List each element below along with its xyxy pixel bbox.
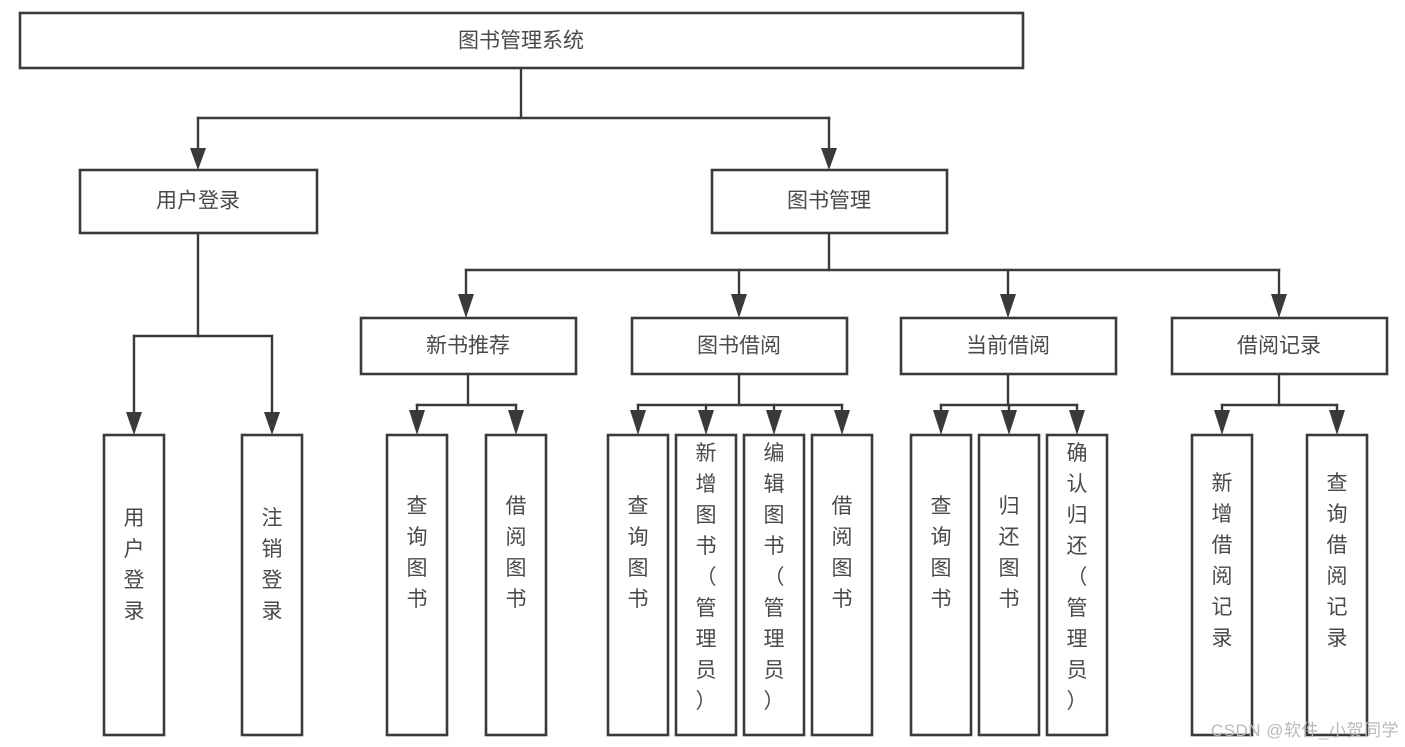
- leaf-node-add-borrow-record[interactable]: 新增借阅记录: [1190, 433, 1254, 737]
- leaf-box-newbook-borrow-book: [484, 433, 548, 737]
- leaf-box-add-borrow-record: [1190, 433, 1254, 737]
- node-label-book-borrow: 图书借阅: [697, 335, 781, 358]
- node-current-borrow[interactable]: 当前借阅: [899, 316, 1118, 376]
- node-book-borrow[interactable]: 图书借阅: [630, 316, 849, 376]
- leaf-label-borrow-query-book: 查询图书: [628, 495, 649, 611]
- node-label-user-login: 用户登录: [156, 190, 240, 213]
- connector-borrowrecord-to-leaves: [1214, 372, 1345, 435]
- leaf-box-user-login-action: [102, 433, 166, 737]
- leaf-box-query-borrow-record: [1305, 433, 1369, 737]
- node-book-management[interactable]: 图书管理: [710, 168, 949, 235]
- leaf-node-add-book-admin[interactable]: 新增图书（管理员）: [674, 433, 738, 737]
- leaf-label-confirm-return-admin: 确认归还（管理员）: [1067, 442, 1088, 713]
- leaf-box-borrow-book: [810, 433, 874, 737]
- leaf-label-newbook-borrow-book: 借阅图书: [506, 495, 527, 611]
- node-label-book-management: 图书管理: [787, 190, 871, 213]
- connector-userlogin-to-leaves: [126, 231, 280, 435]
- connector-currentborrow-to-leaves: [933, 372, 1085, 435]
- node-box-borrow-record: [1170, 316, 1389, 376]
- leaf-label-add-borrow-record: 新增借阅记录: [1212, 472, 1233, 650]
- node-box-book-management: [710, 168, 949, 235]
- node-root-system[interactable]: 图书管理系统: [18, 11, 1025, 70]
- leaf-node-newbook-borrow-book[interactable]: 借阅图书: [484, 433, 548, 737]
- leaf-node-query-borrow-record[interactable]: 查询借阅记录: [1305, 433, 1369, 737]
- leaf-node-edit-book-admin[interactable]: 编辑图书（管理员）: [742, 433, 806, 737]
- leaf-node-return-book[interactable]: 归还图书: [977, 433, 1041, 737]
- leaf-label-borrow-book: 借阅图书: [832, 495, 853, 611]
- leaf-box-newbook-query-book: [385, 433, 449, 737]
- node-label-current-borrow: 当前借阅: [966, 335, 1050, 358]
- node-borrow-record[interactable]: 借阅记录: [1170, 316, 1389, 376]
- leaf-node-borrow-book[interactable]: 借阅图书: [810, 433, 874, 737]
- leaf-node-newbook-query-book[interactable]: 查询图书: [385, 433, 449, 737]
- leaf-label-add-book-admin: 新增图书（管理员）: [696, 442, 717, 713]
- node-box-current-borrow: [899, 316, 1118, 376]
- leaf-box-borrow-query-book: [606, 433, 670, 737]
- node-label-new-book-recommend: 新书推荐: [426, 335, 510, 358]
- leaf-label-user-login-action: 用户登录: [124, 507, 145, 623]
- node-box-new-book-recommend: [359, 316, 578, 376]
- node-new-book-recommend[interactable]: 新书推荐: [359, 316, 578, 376]
- node-user-login[interactable]: 用户登录: [78, 168, 319, 235]
- connector-newbook-to-leaves: [409, 372, 524, 435]
- leaf-box-confirm-return-admin: [1045, 433, 1109, 737]
- leaf-node-logout[interactable]: 注销登录: [240, 433, 304, 737]
- node-box-root: [18, 11, 1025, 70]
- connector-bookmgmt-to-level3: [458, 231, 1287, 318]
- leaf-box-current-query-book: [909, 433, 973, 737]
- connector-root-to-level2: [190, 66, 837, 170]
- leaf-label-current-query-book: 查询图书: [931, 495, 952, 611]
- leaf-box-logout: [240, 433, 304, 737]
- leaf-label-logout: 注销登录: [262, 507, 283, 623]
- leaf-node-confirm-return-admin[interactable]: 确认归还（管理员）: [1045, 433, 1109, 737]
- leaf-label-query-borrow-record: 查询借阅记录: [1327, 472, 1348, 650]
- leaf-node-user-login-action[interactable]: 用户登录: [102, 433, 166, 737]
- leaf-box-edit-book-admin: [742, 433, 806, 737]
- connector-bookborrow-to-leaves: [630, 372, 850, 435]
- leaf-label-newbook-query-book: 查询图书: [407, 495, 428, 611]
- leaf-node-current-query-book[interactable]: 查询图书: [909, 433, 973, 737]
- leaf-box-return-book: [977, 433, 1041, 737]
- leaf-node-borrow-query-book[interactable]: 查询图书: [606, 433, 670, 737]
- node-box-book-borrow: [630, 316, 849, 376]
- node-label-root: 图书管理系统: [458, 30, 584, 53]
- node-box-user-login: [78, 168, 319, 235]
- csdn-watermark: CSDN @软件_小贺同学: [1210, 721, 1399, 740]
- leaf-box-add-book-admin: [674, 433, 738, 737]
- leaf-label-edit-book-admin: 编辑图书（管理员）: [764, 442, 785, 713]
- leaf-label-return-book: 归还图书: [999, 495, 1020, 611]
- node-label-borrow-record: 借阅记录: [1237, 335, 1321, 358]
